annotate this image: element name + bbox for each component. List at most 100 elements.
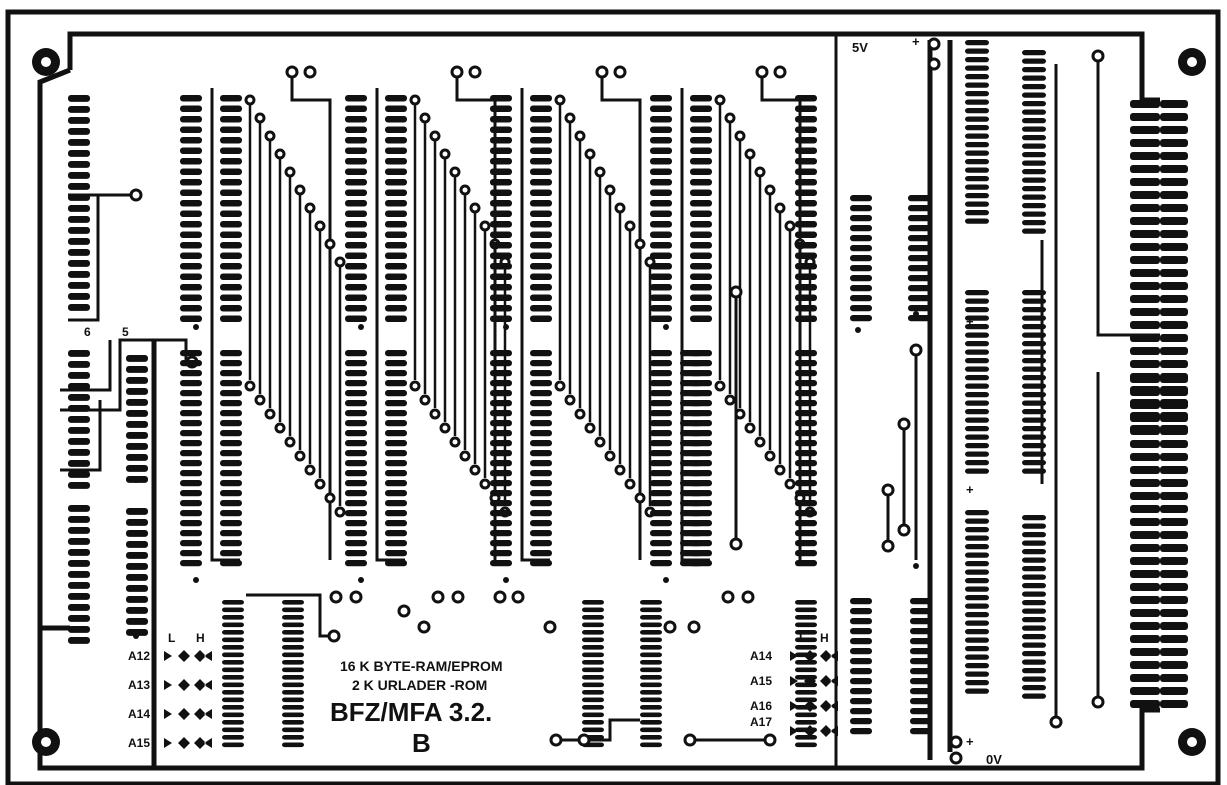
connector-pad-b (965, 443, 989, 449)
ic-pad-u12 (850, 678, 872, 685)
ic-pad-bank0-c (220, 480, 242, 487)
connector-pad-b (965, 332, 989, 338)
ic-pad-u14 (795, 645, 817, 650)
connector-pad-d (1022, 152, 1046, 158)
edge-finger-d (1160, 388, 1188, 397)
connector-pad-a (965, 133, 989, 139)
ic-pad-u8 (582, 600, 604, 605)
ic-pad-bank4-b (795, 210, 817, 218)
ic-pad-u14 (795, 607, 817, 613)
board-line2: 2 K URLADER -ROM (352, 677, 487, 693)
ic-pad-u4 (126, 377, 148, 384)
ic-pad-bank3-d (650, 520, 672, 527)
solder-pad (604, 184, 616, 196)
ic-pad-bank1-c (385, 560, 407, 567)
ic-pad-u11 (908, 305, 930, 312)
connector-pad-b (965, 307, 989, 313)
ic-pad-bank4-b (795, 147, 817, 155)
connector-pad-b (965, 409, 989, 415)
ic-pad-bank0-a (180, 126, 202, 134)
ic-pad-u2 (68, 416, 90, 423)
edge-finger-a (1130, 152, 1160, 161)
ic-pad-bank0-c (220, 440, 242, 447)
ic-pad-bank1-b (385, 116, 407, 123)
jumper-left-a15: A15 (128, 736, 150, 750)
pin-6-label: 6 (84, 325, 91, 339)
ic-pad-bank2-d (490, 560, 512, 567)
solder-pad (397, 604, 411, 618)
mounting-hole-center (41, 57, 51, 67)
ground-trace (37, 628, 1160, 771)
ic-pad-bank1-c (385, 400, 407, 407)
ic-pad-u1 (68, 304, 90, 311)
ic-pad-bank2-c (530, 540, 552, 547)
edge-finger-b (1160, 282, 1188, 291)
edge-finger-c (1130, 674, 1160, 683)
solder-pad (334, 256, 346, 268)
ic-pad-bank0-c (220, 410, 242, 417)
edge-finger-c (1130, 375, 1160, 384)
ic-pad-bank0-d (180, 560, 202, 567)
ic-pad-bank3-e (680, 410, 702, 417)
ic-pad-u5 (126, 530, 148, 537)
ic-pad-u8 (582, 712, 604, 718)
solder-pad (634, 238, 646, 250)
ic-pad-bank2-d (490, 390, 512, 397)
ic-pad-bank3-e (680, 460, 702, 467)
ic-pad-bank3-b (690, 231, 712, 239)
ic-pad-bank0-d (180, 400, 202, 407)
ic-pad-bank3-e (680, 350, 702, 357)
ic-pad-u3 (68, 615, 90, 622)
ic-pad-bank1-c (385, 360, 407, 367)
jumper-right-a16: A16 (750, 699, 772, 713)
ic-pad-bank0-b (220, 242, 242, 249)
solder-pad (774, 202, 786, 214)
connector-pad-d (1022, 101, 1046, 107)
ic-pad-bank1-d (345, 470, 367, 477)
edge-finger-a (1130, 334, 1160, 343)
ic-pad-u14 (795, 697, 817, 703)
ic-pad-bank2-c (530, 550, 552, 557)
solder-pad (314, 478, 326, 490)
connector-pad-a (965, 201, 989, 207)
ic-pad-bank2-d (490, 530, 512, 537)
solder-pad (493, 590, 507, 604)
ic-pad-u4 (126, 355, 148, 362)
ic-pad-bank3-d (650, 530, 672, 537)
edge-finger-c (1130, 427, 1160, 436)
ic-pad-u1 (68, 260, 90, 267)
ic-pad-bank3-a (650, 210, 672, 218)
ic-pad-bank3-a (650, 179, 672, 186)
ic-pad-u8 (582, 607, 604, 613)
solder-pad (595, 65, 609, 79)
ic-pad-u11 (908, 275, 930, 282)
ic-pad-bank2-a (490, 221, 512, 228)
ic-pad-u6 (222, 630, 244, 635)
ic-pad-bank0-a (180, 200, 202, 207)
ic-pad-u6 (222, 607, 244, 613)
ic-pad-bank3-d (650, 400, 672, 407)
edge-finger-d (1160, 440, 1188, 449)
ic-pad-u1 (68, 205, 90, 212)
ic-pad-bank0-b (220, 168, 242, 176)
ic-pad-bank2-d (490, 550, 512, 557)
ic-pad-u1 (68, 128, 90, 135)
ic-pad-bank4-b (795, 315, 817, 323)
jumper-left-a14: A14 (128, 707, 150, 721)
connector-pad-f (1022, 540, 1046, 546)
ic-pad-bank0-c (220, 360, 242, 367)
ic-pad-bank0-c (220, 380, 242, 387)
connector-pad-d (1022, 194, 1046, 200)
solder-pad (584, 148, 596, 160)
ic-pad-bank2-a (490, 179, 512, 186)
ic-pad-bank1-c (385, 550, 407, 557)
ic-pad-u9 (640, 675, 662, 680)
ic-pad-bank2-a (490, 95, 512, 102)
ic-pad-bank0-b (220, 305, 242, 312)
connector-pad-b (965, 315, 989, 321)
edge-finger-a (1130, 178, 1160, 187)
connector-pad-d (1022, 67, 1046, 73)
solder-pad (724, 394, 736, 406)
ic-pad-bank1-d (345, 400, 367, 407)
ic-pad-bank0-c (220, 520, 242, 527)
